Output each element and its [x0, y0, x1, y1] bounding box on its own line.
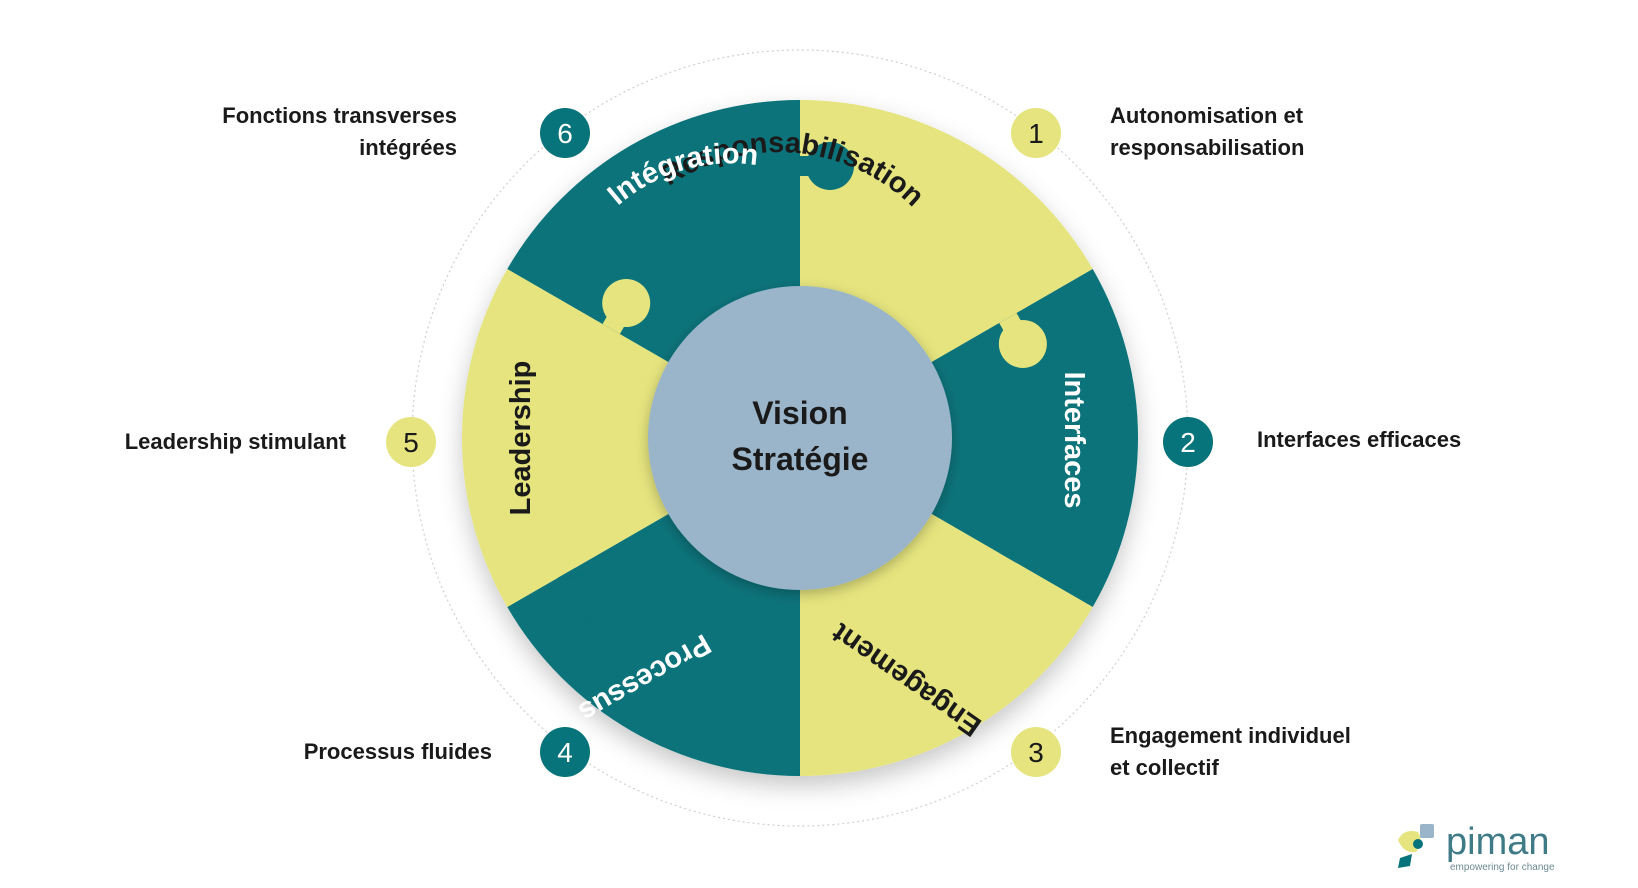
- puzzle-knob-2: [998, 319, 1047, 368]
- description-6: Fonctions transverses intégrées: [222, 100, 457, 164]
- puzzle-knob-5: [557, 574, 606, 623]
- svg-text:4: 4: [557, 737, 573, 768]
- badge-1: 1: [1011, 108, 1061, 158]
- segment-2: [929, 269, 1138, 607]
- description-4-line-1: Processus fluides: [303, 739, 492, 764]
- badge-5: 5: [386, 417, 436, 467]
- segment-label-interfaces: Interfaces: [1058, 371, 1090, 508]
- description-3: Engagement individuel et collectif: [1110, 720, 1351, 784]
- description-3-line-2: et collectif: [1110, 755, 1219, 780]
- svg-text:5: 5: [403, 427, 419, 458]
- center-circle: [648, 286, 952, 590]
- segment-1: [800, 100, 1093, 363]
- puzzle-knob-1: [806, 142, 854, 190]
- segment-3: [800, 513, 1093, 776]
- segment-6: [507, 100, 800, 363]
- svg-text:1: 1: [1028, 118, 1044, 149]
- puzzle-knob-4: [806, 668, 854, 716]
- piman-logo: piman empowering for change: [1398, 821, 1555, 873]
- puzzle-knob-3: [998, 508, 1047, 557]
- svg-text:6: 6: [557, 118, 573, 149]
- description-1-line-1: Autonomisation et: [1110, 103, 1304, 128]
- description-1: Autonomisation et responsabilisation: [1110, 100, 1304, 164]
- piman-logo-mark: [1398, 824, 1434, 868]
- center-line-2: Stratégie: [732, 441, 869, 477]
- segment-label-leadership: Leadership: [505, 361, 537, 516]
- description-5: Leadership stimulant: [125, 426, 346, 458]
- svg-text:2: 2: [1180, 427, 1196, 458]
- description-6-line-2: intégrées: [359, 135, 457, 160]
- badge-3: 3: [1011, 727, 1061, 777]
- center-line-1: Vision: [752, 395, 847, 431]
- badge-2: 2: [1163, 417, 1213, 467]
- description-6-line-1: Fonctions transverses: [222, 103, 457, 128]
- description-2-line-1: Interfaces efficaces: [1257, 427, 1462, 452]
- description-5-line-1: Leadership stimulant: [124, 429, 346, 454]
- puzzle-wheel: [462, 100, 1138, 776]
- badge-6: 6: [540, 108, 590, 158]
- segment-5: [462, 269, 671, 607]
- description-4: Processus fluides: [304, 736, 492, 768]
- svg-text:3: 3: [1028, 737, 1044, 768]
- description-3-line-1: Engagement individuel: [1110, 723, 1351, 748]
- description-2: Interfaces efficaces: [1257, 424, 1461, 456]
- puzzle-knob-6: [602, 279, 651, 328]
- description-1-line-2: responsabilisation: [1110, 135, 1305, 160]
- badge-4: 4: [540, 727, 590, 777]
- logo-tagline: empowering for change: [1450, 862, 1555, 873]
- logo-name: piman: [1446, 821, 1550, 863]
